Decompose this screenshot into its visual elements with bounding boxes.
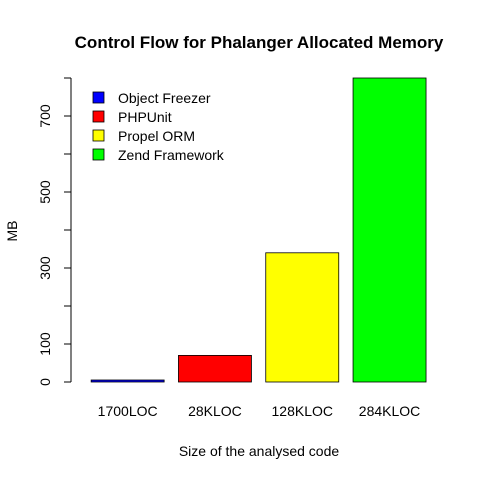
legend-label: Propel ORM [118,128,195,144]
y-axis-tick-label: 0 [37,378,53,386]
x-axis-tick-label: 284KLOC [359,403,420,419]
y-axis-tick-label: 700 [37,104,53,128]
legend-label: PHPUnit [118,109,172,125]
legend-swatch [92,129,105,142]
y-axis: 0 100 300 500 700 [37,77,72,386]
legend-swatch [92,91,105,104]
legend-swatch [92,110,105,123]
legend-label: Zend Framework [118,147,225,163]
x-axis-tick-labels: 1700LOC 28KLOC 128KLOC 284KLOC [98,403,421,419]
y-axis-label: MB [4,221,20,242]
bar-1700loc [90,379,165,383]
legend-label: Object Freezer [118,90,211,106]
x-axis-tick-label: 128KLOC [272,403,333,419]
x-axis-tick-label: 28KLOC [188,403,242,419]
bar-28kloc [178,354,252,383]
y-axis-tick-label: 100 [37,332,53,356]
y-axis-tick-label: 300 [37,256,53,280]
bars [90,77,427,383]
bar-284kloc [352,77,427,383]
chart-title: Control Flow for Phalanger Allocated Mem… [75,33,444,52]
x-axis-label: Size of the analysed code [179,443,340,459]
y-axis-tick-label: 500 [37,180,53,204]
legend-swatch [92,148,105,161]
bar-128kloc [265,252,340,383]
x-axis-tick-label: 1700LOC [98,403,158,419]
